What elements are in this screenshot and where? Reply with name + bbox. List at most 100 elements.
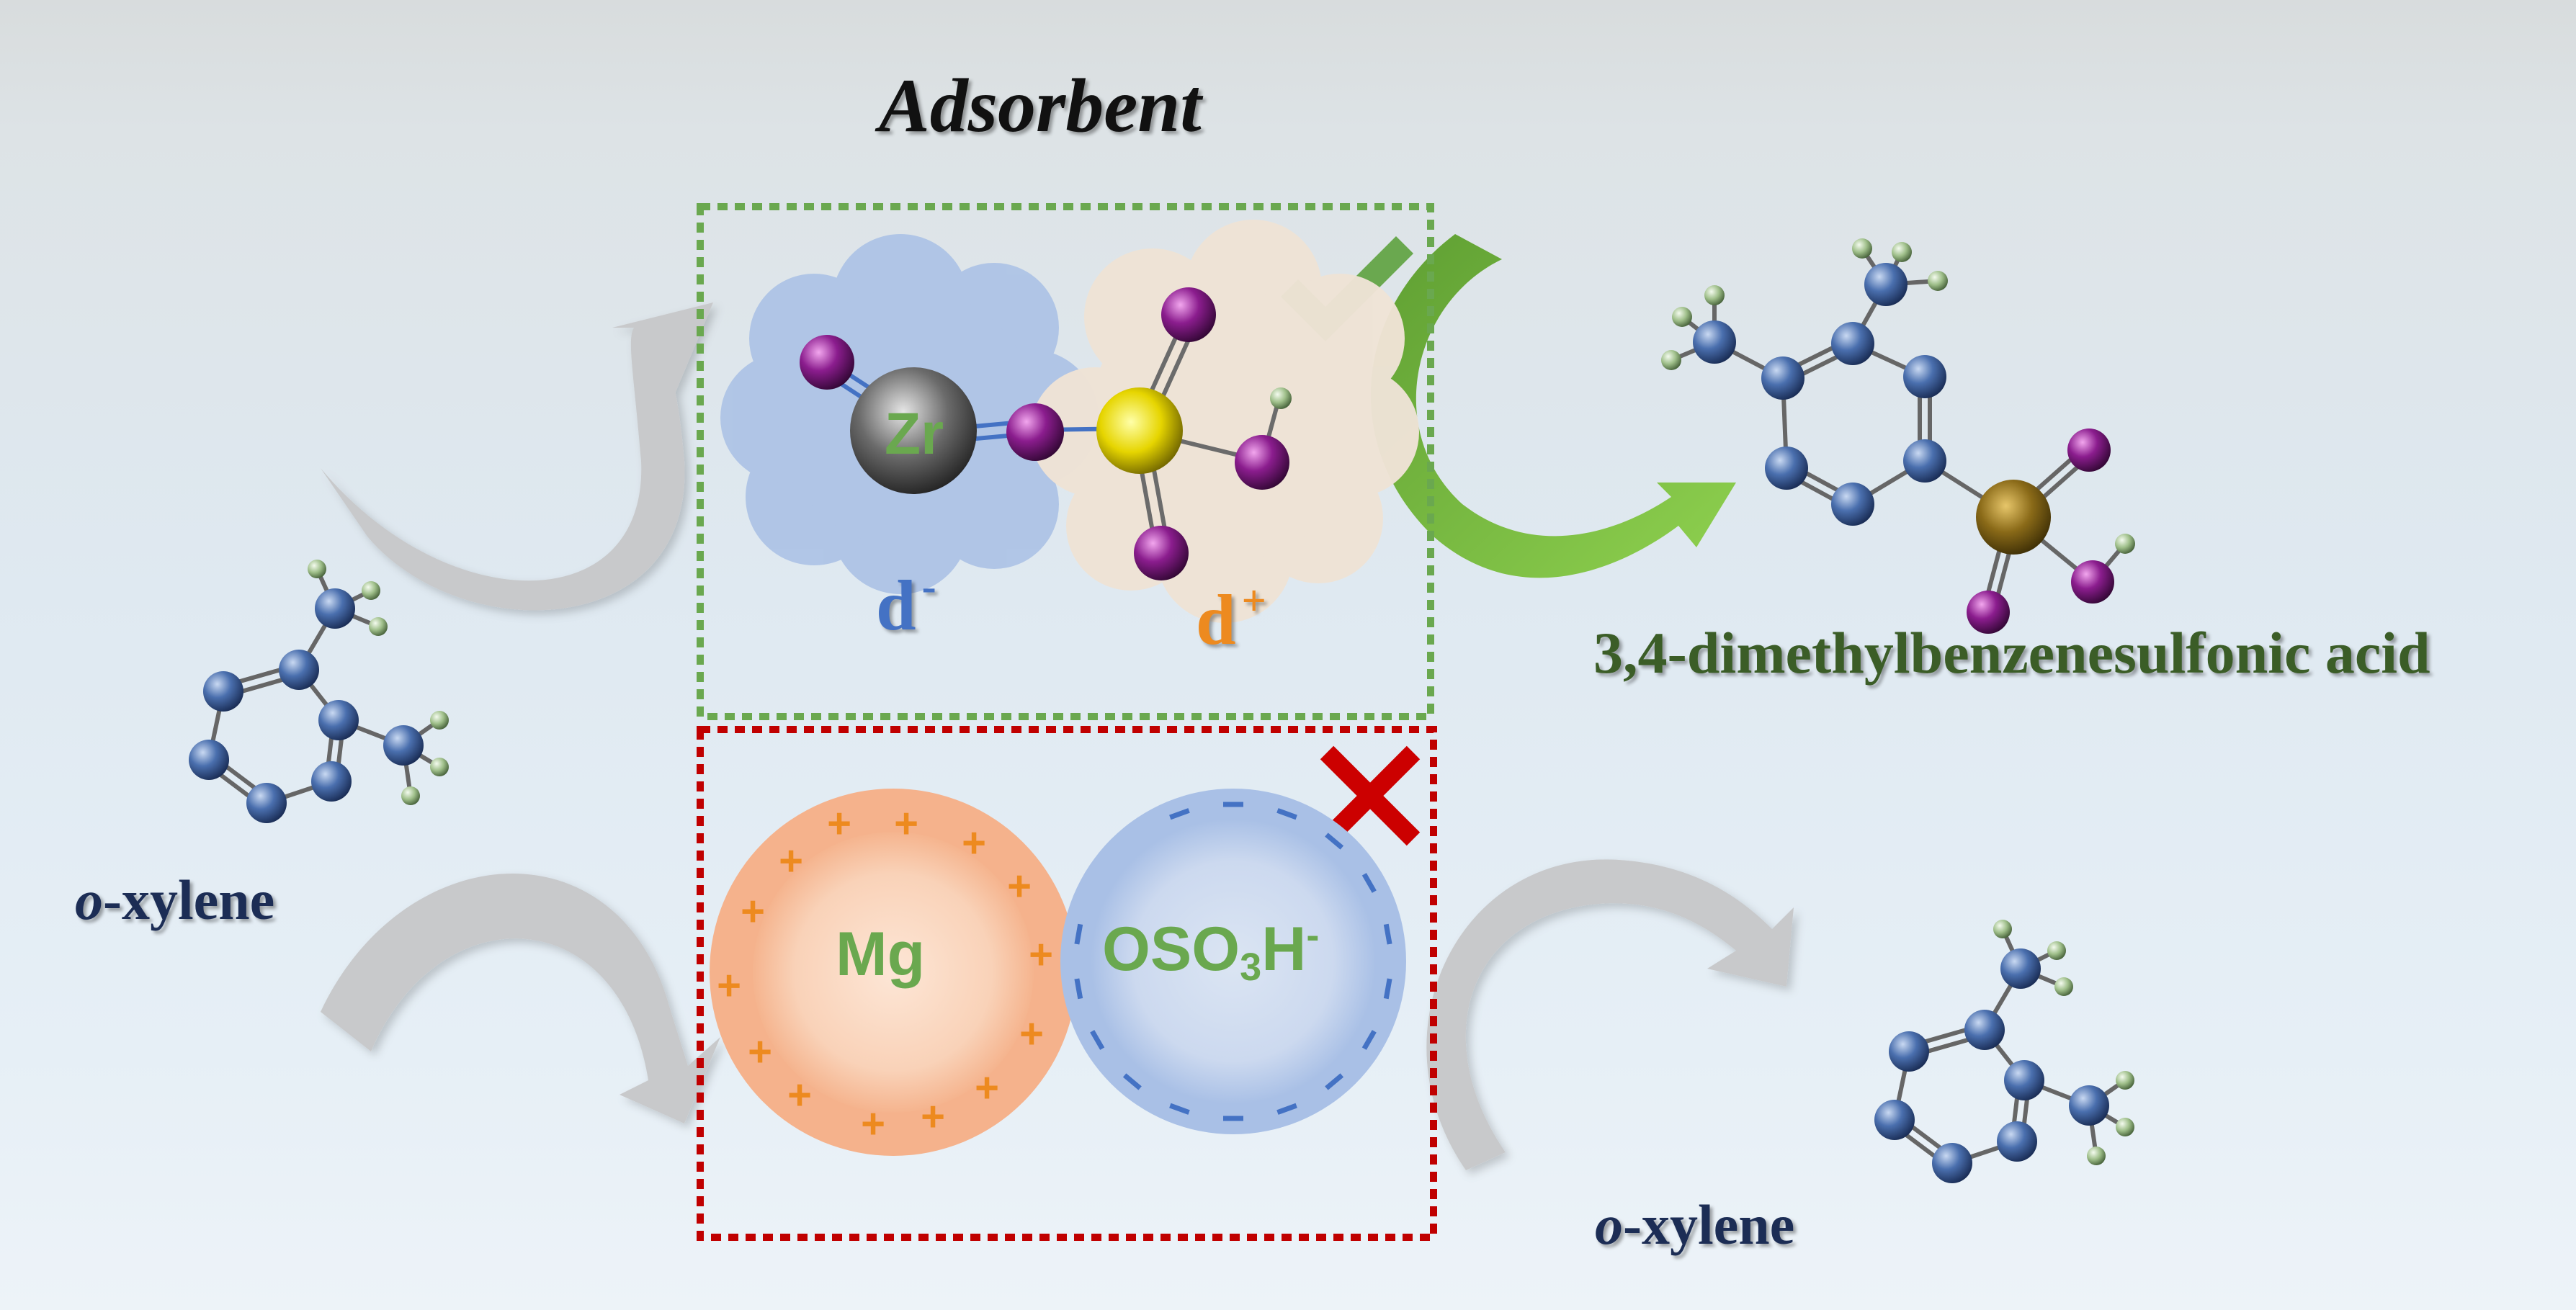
reactant-label-prefix: o (75, 869, 103, 931)
carbon-atom (1997, 1121, 2037, 1162)
plus-charge: + (1029, 931, 1053, 978)
negative-charges (1074, 802, 1392, 1121)
hydrogen-atom (2047, 941, 2066, 960)
positive-charges: ++++++++++++++ (717, 800, 1053, 1147)
sulfate-anion-core (1091, 819, 1376, 1104)
o-xylene-molecule-right (1874, 920, 2134, 1183)
carbon-atom (279, 650, 319, 690)
hydrogen-atom (2087, 1147, 2106, 1165)
product-label: 3,4-dimethylbenzenesulfonic acid (1593, 620, 2430, 686)
hydrogen-atom (2115, 534, 2135, 554)
carbon-atom (1693, 320, 1736, 364)
hydrogen-atom (1704, 285, 1725, 305)
delta-minus-label: d- (876, 562, 936, 647)
anion-tail: H (1261, 915, 1307, 984)
delta-plus-symbol: d (1196, 580, 1236, 660)
carbon-atom (1903, 355, 1946, 398)
plus-charge: + (748, 1028, 772, 1075)
hydrogen-atom (362, 581, 380, 600)
product-molecule (1661, 238, 2135, 634)
plus-charge: + (1007, 863, 1032, 910)
plus-charge: + (975, 1064, 999, 1111)
hydrogen-atom (1928, 271, 1948, 291)
minus-charge (1169, 1103, 1190, 1115)
hydrogen-atom (1661, 350, 1681, 370)
anion-label: OSO3H- (1102, 913, 1319, 990)
carbon-atom (315, 588, 355, 629)
reactant-label-suffix: -xylene (103, 869, 275, 931)
delta-minus-symbol: d (876, 565, 916, 645)
anion-sup: - (1306, 914, 1320, 957)
reactant-label: o-xylene (75, 868, 274, 933)
carbon-atom (1889, 1031, 1929, 1072)
delta-plus-label: d+ (1196, 576, 1266, 661)
hydrogen-atom (1672, 307, 1692, 327)
carbon-atom (318, 700, 359, 740)
adsorbent-bottom-box (697, 726, 1437, 1241)
carbon-atom (189, 740, 229, 780)
mg-cation-core (753, 832, 1034, 1113)
delta-plus-sign: + (1241, 577, 1266, 624)
carbon-atom (1932, 1143, 1972, 1183)
plus-charge: + (1019, 1010, 1044, 1057)
minus-charge (1276, 1103, 1297, 1115)
minus-charge (1383, 923, 1392, 945)
plus-charge: + (894, 800, 918, 847)
carbon-atom (383, 725, 424, 766)
anion-sub: 3 (1240, 946, 1262, 989)
zr-sulfate-atoms (800, 287, 1292, 580)
carbon-atom (2069, 1085, 2109, 1126)
carbon-atom (1903, 439, 1946, 483)
adsorbent-top-box (697, 203, 1434, 720)
mg-label: Mg (836, 920, 926, 989)
anion-base: OSO (1102, 915, 1240, 984)
plus-charge: + (921, 1093, 945, 1140)
delta-minus-sign: - (921, 562, 936, 610)
hydrogen-atom (1892, 242, 1912, 262)
minus-charge (1090, 1030, 1105, 1050)
hydrogen-atom (2116, 1118, 2134, 1136)
hydrogen-atom (2054, 977, 2073, 996)
plus-charge: + (861, 1100, 885, 1147)
carbon-atom (1831, 322, 1874, 365)
minus-charge (1383, 978, 1392, 1000)
delta-plus-cloud (1030, 220, 1419, 623)
hydrogen-atom (2116, 1071, 2134, 1090)
carbon-atom (2004, 1060, 2044, 1100)
zr-label: Zr (885, 401, 944, 467)
outlet-label-suffix: -xylene (1623, 1193, 1795, 1256)
outlet-label-prefix: o (1595, 1193, 1623, 1256)
arrow-bottom-to-outlet (1426, 859, 1794, 1170)
carbon-atom (203, 671, 243, 712)
plus-charge: + (741, 888, 765, 935)
carbon-atom (1864, 263, 1908, 306)
plus-charge: + (962, 820, 986, 866)
minus-charge (1074, 978, 1083, 1000)
minus-charge (1122, 1073, 1142, 1090)
arrow-top-to-product (1370, 234, 1736, 578)
carbon-atom (2000, 948, 2041, 989)
outlet-label: o-xylene (1595, 1193, 1794, 1257)
oxygen-atom (1967, 591, 2010, 634)
minus-charge (1169, 808, 1190, 820)
o-xylene-molecule-left (189, 560, 449, 823)
carbon-atom (1964, 1010, 2005, 1050)
carbon-atom (311, 761, 352, 802)
minus-charge (1074, 923, 1083, 945)
carbon-atom (1874, 1100, 1915, 1140)
hydrogen-atom (1852, 238, 1872, 259)
arrow-feed-to-bottom (321, 874, 720, 1123)
hydrogen-atom (401, 786, 420, 805)
minus-charge (1361, 1030, 1377, 1050)
minus-charge (1325, 833, 1344, 850)
plus-charge: + (779, 838, 803, 884)
plus-charge: + (787, 1072, 812, 1118)
plus-charge: + (717, 962, 741, 1009)
sulfur-atom (1976, 480, 2051, 555)
adsorbent-title: Adsorbent (879, 63, 1202, 148)
hydrogen-atom (1993, 920, 2012, 938)
carbon-atom (246, 783, 287, 823)
carbon-atom (1831, 483, 1874, 526)
plus-charge: + (827, 800, 851, 847)
